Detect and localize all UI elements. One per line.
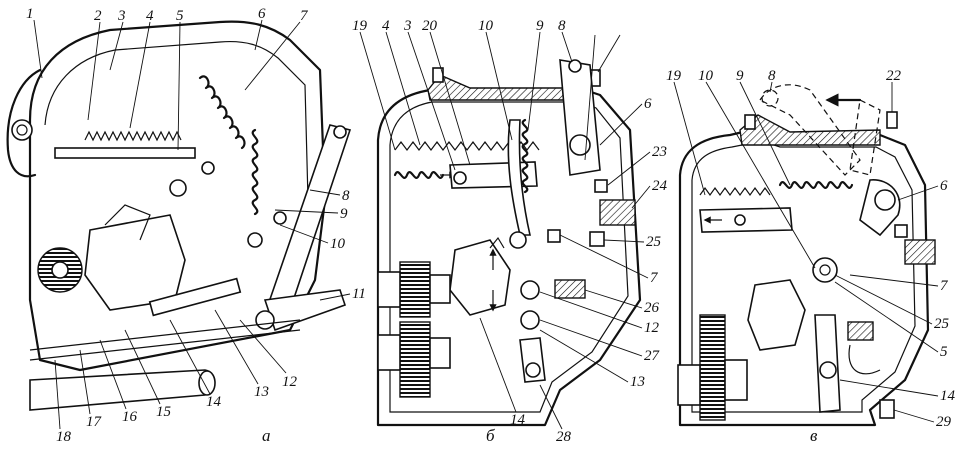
label-b-6: 6 [644,96,652,112]
label-a-12: 12 [282,374,298,390]
panel-a-motor-housing [6,68,42,178]
panel-c-spring-9 [778,181,854,189]
panel-c-screw [904,239,936,265]
label-b-23: 23 [652,144,667,160]
panel-c-section-view [677,84,936,427]
caption-a: а [262,426,271,445]
label-b-10: 10 [478,18,494,34]
panel-a-spring-9 [251,128,259,216]
panel-c-cam [747,279,806,351]
panel-b-section-view [376,59,642,427]
label-a-9: 9 [340,206,348,222]
panel-b-bushing [554,279,586,299]
label-a-18: 18 [56,429,72,445]
label-b-9: 9 [536,18,544,34]
label-a-6: 6 [258,6,266,22]
label-b-7: 7 [650,270,659,286]
label-c-14: 14 [940,388,956,404]
panel-c-labels: 19 10 9 8 22 6 7 25 5 14 29 в [666,68,956,445]
label-b-27: 27 [644,348,661,364]
label-a-2: 2 [94,8,102,24]
label-b-20: 20 [422,18,438,34]
label-a-8: 8 [342,188,350,204]
label-b-13: 13 [630,374,645,390]
label-a-10: 10 [330,236,346,252]
panel-a-cover [28,20,327,372]
label-c-5: 5 [940,344,948,360]
label-b-14: 14 [510,412,526,428]
label-b-12: 12 [644,320,660,336]
label-c-29: 29 [936,414,952,430]
label-a-7: 7 [300,8,309,24]
panel-a-spring-7 [198,75,246,150]
panel-c-slide [699,207,793,233]
panel-b-spring-9 [521,118,529,194]
panel-b-coil [393,171,445,179]
caption-b: б [486,426,495,445]
label-b-3: 3 [403,18,412,34]
panel-a-cylinder [29,369,216,411]
label-c-7: 7 [940,278,949,294]
label-c-8: 8 [768,68,776,84]
panel-a-isometric-view [6,20,352,411]
label-c-10: 10 [698,68,714,84]
label-a-1: 1 [26,6,34,22]
panel-b-screw [599,199,636,226]
label-a-15: 15 [156,404,172,420]
panel-a-labels: 1 2 3 4 5 6 7 8 9 10 11 12 13 14 15 16 1… [26,6,366,445]
panel-c-phantom-lever [759,84,861,176]
label-b-26: 26 [644,300,660,316]
panel-b-cam [449,239,511,316]
label-a-5: 5 [176,8,184,24]
label-c-22: 22 [886,68,902,84]
label-a-11: 11 [352,286,366,302]
label-a-14: 14 [206,394,222,410]
label-a-3: 3 [117,8,126,24]
panel-b-housing [376,88,642,427]
label-a-17: 17 [86,414,103,430]
panel-a-rod [54,147,196,159]
label-c-25: 25 [934,316,950,332]
panel-b-labels: 19 4 3 20 10 9 8 6 23 24 25 7 26 12 27 1… [352,18,668,445]
label-c-19: 19 [666,68,682,84]
label-c-6: 6 [940,178,948,194]
label-a-13: 13 [254,384,269,400]
label-c-9: 9 [736,68,744,84]
label-b-28: 28 [556,429,572,445]
panel-b-gear-upper [399,261,431,318]
panel-c-pivot [812,257,838,283]
panel-a-pushrod [148,277,242,317]
panel-a-spring-4 [84,130,182,142]
label-b-4: 4 [382,18,390,34]
label-b-24: 24 [652,178,668,194]
panel-c-gear [699,314,726,421]
label-b-8: 8 [558,18,566,34]
label-a-4: 4 [146,8,154,24]
panel-b-lever-10 [507,119,532,236]
panel-c-housing [678,126,930,427]
panel-b-gear-lower [399,321,431,398]
label-b-19: 19 [352,18,368,34]
caption-c: в [810,426,818,445]
label-b-25: 25 [646,234,662,250]
label-a-16: 16 [122,409,138,425]
panel-c-top-cap [739,114,881,146]
panel-a-bolt [11,119,33,141]
